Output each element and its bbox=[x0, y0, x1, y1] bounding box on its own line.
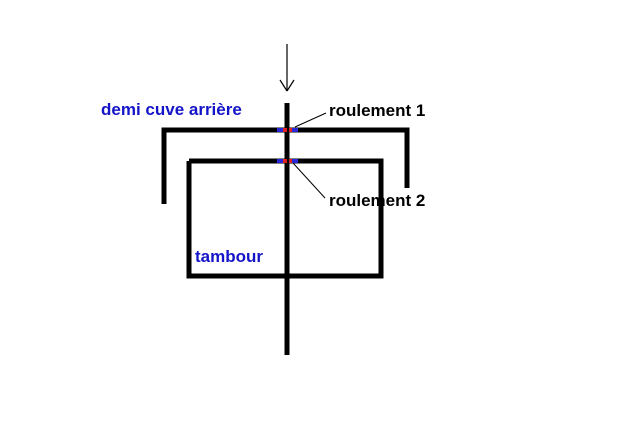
down-arrow-icon bbox=[279, 44, 295, 92]
bearing-1-label: roulement 1 bbox=[329, 101, 426, 120]
bearing-2-label: roulement 2 bbox=[329, 191, 426, 210]
drum-label: tambour bbox=[195, 247, 263, 266]
rear-half-tub-label: demi cuve arrière bbox=[101, 100, 242, 119]
bearing-1-marker bbox=[277, 128, 298, 132]
leader-line-bearing-2 bbox=[292, 162, 326, 199]
bearing-2-marker bbox=[277, 159, 298, 163]
leader-line-bearing-1 bbox=[294, 112, 327, 128]
drum-outline bbox=[186, 158, 384, 279]
